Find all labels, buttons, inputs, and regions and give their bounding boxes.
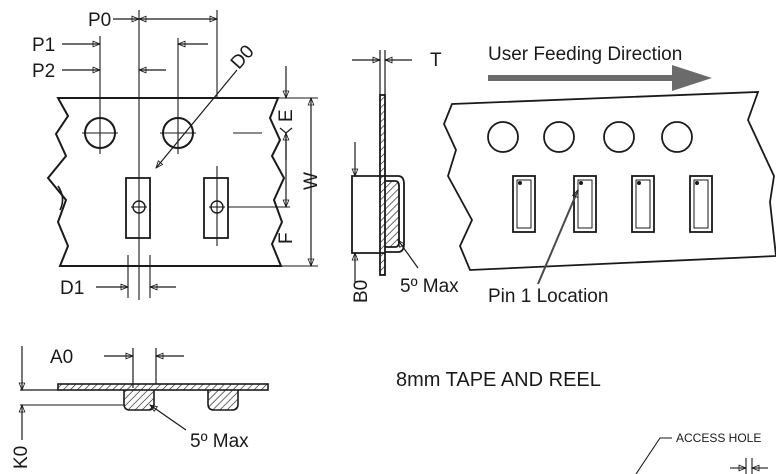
tape-feed-outline xyxy=(443,91,776,271)
pocket-cross-section-2 xyxy=(207,390,239,411)
pocket-side-wall xyxy=(385,175,405,253)
feed-sprocket-hole-1 xyxy=(487,121,519,153)
label-w: W xyxy=(301,172,322,190)
dim-e-tick xyxy=(279,127,293,134)
label-t: T xyxy=(430,50,442,71)
tape-top-view-centerlines xyxy=(82,10,318,300)
cross-section-dimensions xyxy=(20,346,187,440)
dim-d0-leader xyxy=(156,69,238,168)
tape-cross-section xyxy=(379,94,386,276)
tape-cross-section-strip xyxy=(57,383,269,391)
label-d0: D0 xyxy=(227,41,259,73)
label-5max-side: 5º Max xyxy=(400,276,459,297)
feed-sprocket-hole-3 xyxy=(603,121,635,153)
component-pocket-2 xyxy=(203,177,229,239)
label-a0: A0 xyxy=(50,347,73,368)
label-p2: P2 xyxy=(32,61,55,82)
feed-pocket-2 xyxy=(573,175,597,233)
diagram-title: 8mm TAPE AND REEL xyxy=(396,369,601,391)
pin1-leader xyxy=(537,190,579,285)
tape-top-view-dimensions xyxy=(62,19,311,287)
pin1-label: Pin 1 Location xyxy=(488,286,608,307)
feed-direction-label: User Feeding Direction xyxy=(488,44,682,65)
tape-top-view xyxy=(46,97,286,267)
feed-direction-arrow xyxy=(488,65,712,91)
dim-5max-leader-side xyxy=(398,240,419,269)
pocket-side-profile xyxy=(351,175,385,254)
tape-cross-section-view xyxy=(20,383,269,411)
side-view-dimensions xyxy=(352,50,419,282)
label-p1: P1 xyxy=(32,35,55,56)
pin1-markers xyxy=(518,181,699,185)
feed-pocket-1 xyxy=(512,175,536,233)
label-b0: B0 xyxy=(351,280,372,303)
label-k0: K0 xyxy=(11,446,32,469)
label-d1: D1 xyxy=(60,278,84,299)
access-hole-label: ACCESS HOLE xyxy=(676,431,761,445)
label-f: F xyxy=(276,232,297,244)
tape-feed-view xyxy=(443,91,776,271)
access-hole-leader xyxy=(635,437,768,474)
pocket-side-wall-inner xyxy=(385,180,400,248)
feed-pocket-3 xyxy=(631,175,655,233)
tape-edge-notch xyxy=(57,185,64,211)
dim-5max-leader-bottom xyxy=(150,405,187,431)
feed-sprocket-hole-2 xyxy=(543,121,575,153)
feed-pocket-4 xyxy=(689,175,713,233)
label-e: E xyxy=(276,109,297,122)
component-pocket-1 xyxy=(125,177,151,239)
tape-side-view xyxy=(351,94,405,276)
label-p0: P0 xyxy=(88,10,111,31)
label-5max-bottom: 5º Max xyxy=(190,431,249,452)
feed-sprocket-hole-4 xyxy=(661,121,693,153)
pocket-cross-section-1 xyxy=(123,390,155,411)
